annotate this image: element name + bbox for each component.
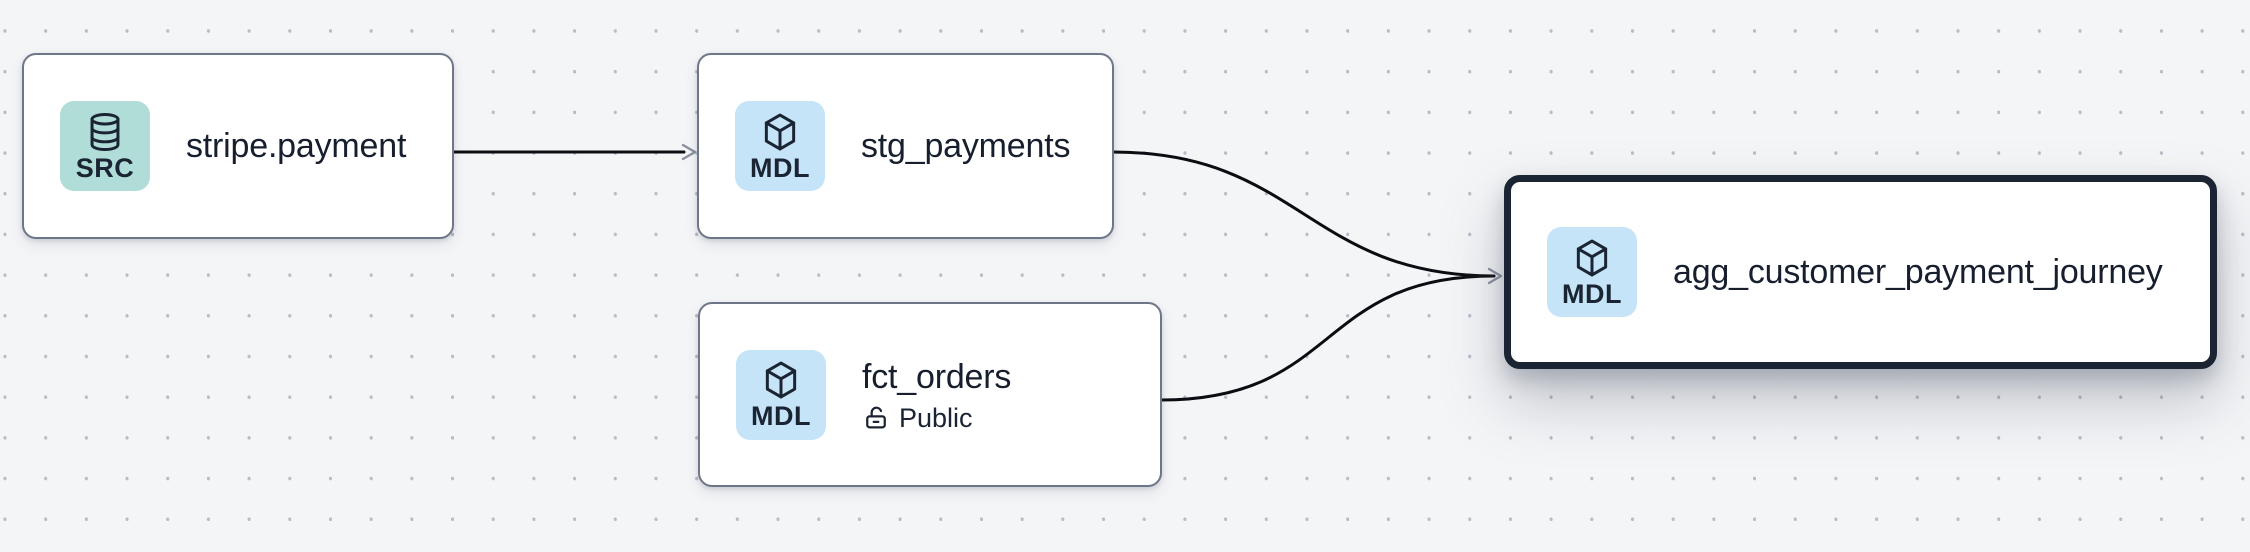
source-badge: SRC [60, 101, 150, 191]
badge-label: MDL [750, 152, 810, 183]
model-badge: MDL [736, 349, 826, 440]
access-subtitle: Public [862, 402, 1011, 434]
node-stg-payments[interactable]: MDL stg_payments [697, 53, 1114, 239]
model-badge: MDL [1547, 227, 1637, 317]
arrowhead-icon [681, 143, 697, 161]
unlock-icon [866, 406, 886, 428]
node-stripe-payment[interactable]: SRC stripe.payment [22, 53, 454, 239]
node-agg-customer-payment-journey[interactable]: MDL agg_customer_payment_journey [1504, 175, 2217, 369]
arrowhead-icon [1487, 267, 1503, 285]
cube-icon [765, 361, 797, 399]
node-fct-orders[interactable]: MDL fct_orders Public [698, 302, 1162, 487]
cube-icon [764, 113, 796, 150]
node-title: agg_customer_payment_journey [1673, 253, 2163, 291]
model-badge: MDL [735, 101, 825, 191]
edge-stg-payments-to-agg-customer-payment-journey[interactable] [1111, 150, 1496, 278]
access-label: Public [899, 402, 973, 433]
node-title: fct_orders [862, 357, 1012, 396]
cube-icon [1576, 239, 1608, 276]
badge-label: MDL [751, 401, 811, 431]
badge-label: SRC [75, 152, 135, 183]
badge-label: MDL [1562, 278, 1622, 309]
database-icon [90, 112, 120, 151]
edge-fct-orders-to-agg-customer-payment-journey[interactable] [1159, 274, 1496, 402]
node-title: stripe.payment [186, 127, 407, 165]
node-title: stg_payments [861, 127, 1071, 165]
